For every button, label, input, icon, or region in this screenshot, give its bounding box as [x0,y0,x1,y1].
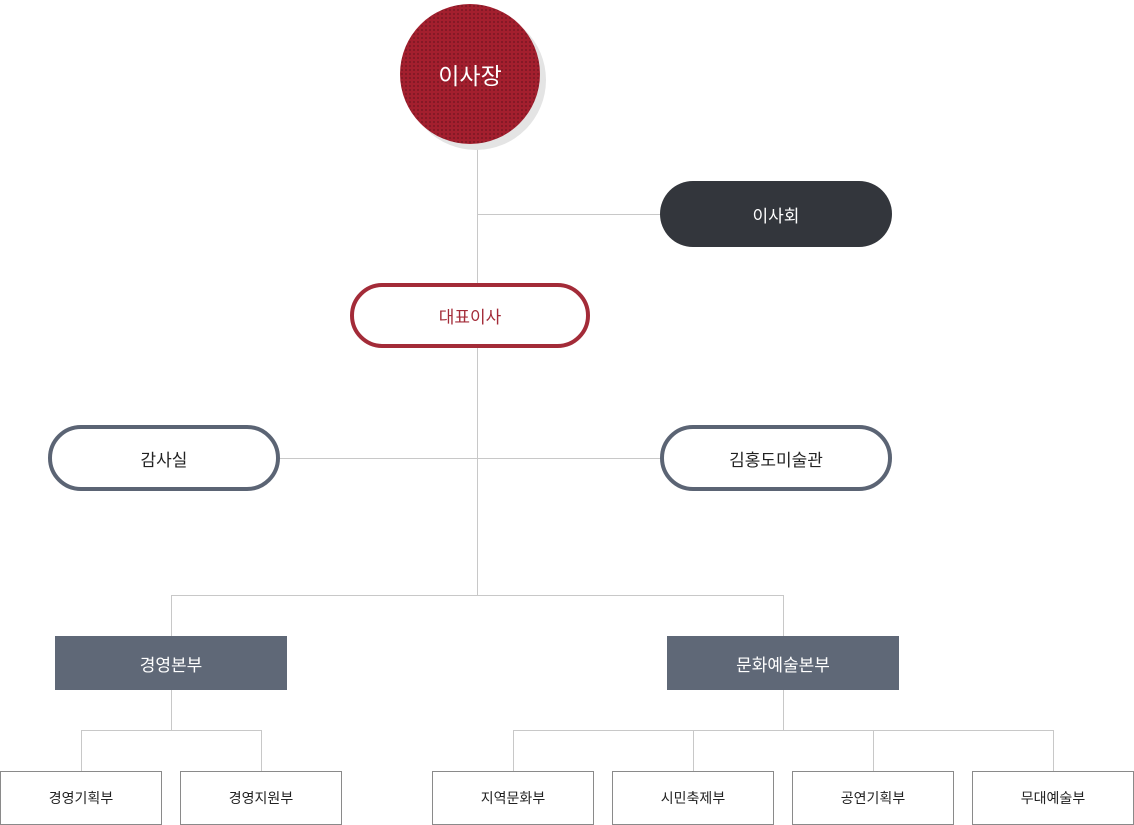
board-node: 이사회 [660,181,892,247]
hq-management-label: 경영본부 [139,655,203,676]
dept-label: 경영기획부 [48,791,114,807]
connector-culture-down [783,690,784,730]
hq-management-node: 경영본부 [55,636,287,690]
dept-node-management-support: 경영지원부 [180,771,342,825]
connector-hq-left [171,595,172,636]
dept-label: 시민축제부 [660,791,726,807]
dept-node-regional-culture: 지역문화부 [432,771,594,825]
audit-office-label: 감사실 [140,450,188,471]
dept-node-performance-planning: 공연기획부 [792,771,954,825]
museum-node: 김홍도미술관 [660,425,892,491]
connector-culture-horizontal [513,730,1054,731]
connector-board [477,214,661,215]
ceo-label: 대표이사 [438,308,502,328]
dept-label: 무대예술부 [1020,791,1086,807]
dept-label: 공연기획부 [840,791,906,807]
hq-culture-arts-label: 문화예술본부 [736,655,830,676]
connector-culture-dept-3 [873,730,874,771]
connector-mgmt-horizontal [81,730,262,731]
chairman-node: 이사장 [400,4,540,144]
dept-label: 지역문화부 [480,791,546,807]
connector-mgmt-dept-2 [261,730,262,771]
connector-hq-horizontal [171,595,784,596]
museum-label: 김홍도미술관 [729,450,823,471]
dept-node-citizen-festival: 시민축제부 [612,771,774,825]
connector-mgmt-down [171,690,172,730]
connector-culture-dept-2 [693,730,694,771]
hq-culture-arts-node: 문화예술본부 [667,636,899,690]
connector-culture-dept-4 [1053,730,1054,771]
connector-main-vertical [477,144,478,596]
audit-office-node: 감사실 [48,425,280,491]
connector-hq-right [783,595,784,636]
dept-node-stage-arts: 무대예술부 [972,771,1134,825]
dept-node-management-planning: 경영기획부 [0,771,162,825]
connector-offices [278,458,662,459]
chairman-label: 이사장 [438,64,502,90]
board-label: 이사회 [752,206,800,227]
ceo-node: 대표이사 [350,283,590,348]
connector-culture-dept-1 [513,730,514,771]
dept-label: 경영지원부 [228,791,294,807]
connector-mgmt-dept-1 [81,730,82,771]
